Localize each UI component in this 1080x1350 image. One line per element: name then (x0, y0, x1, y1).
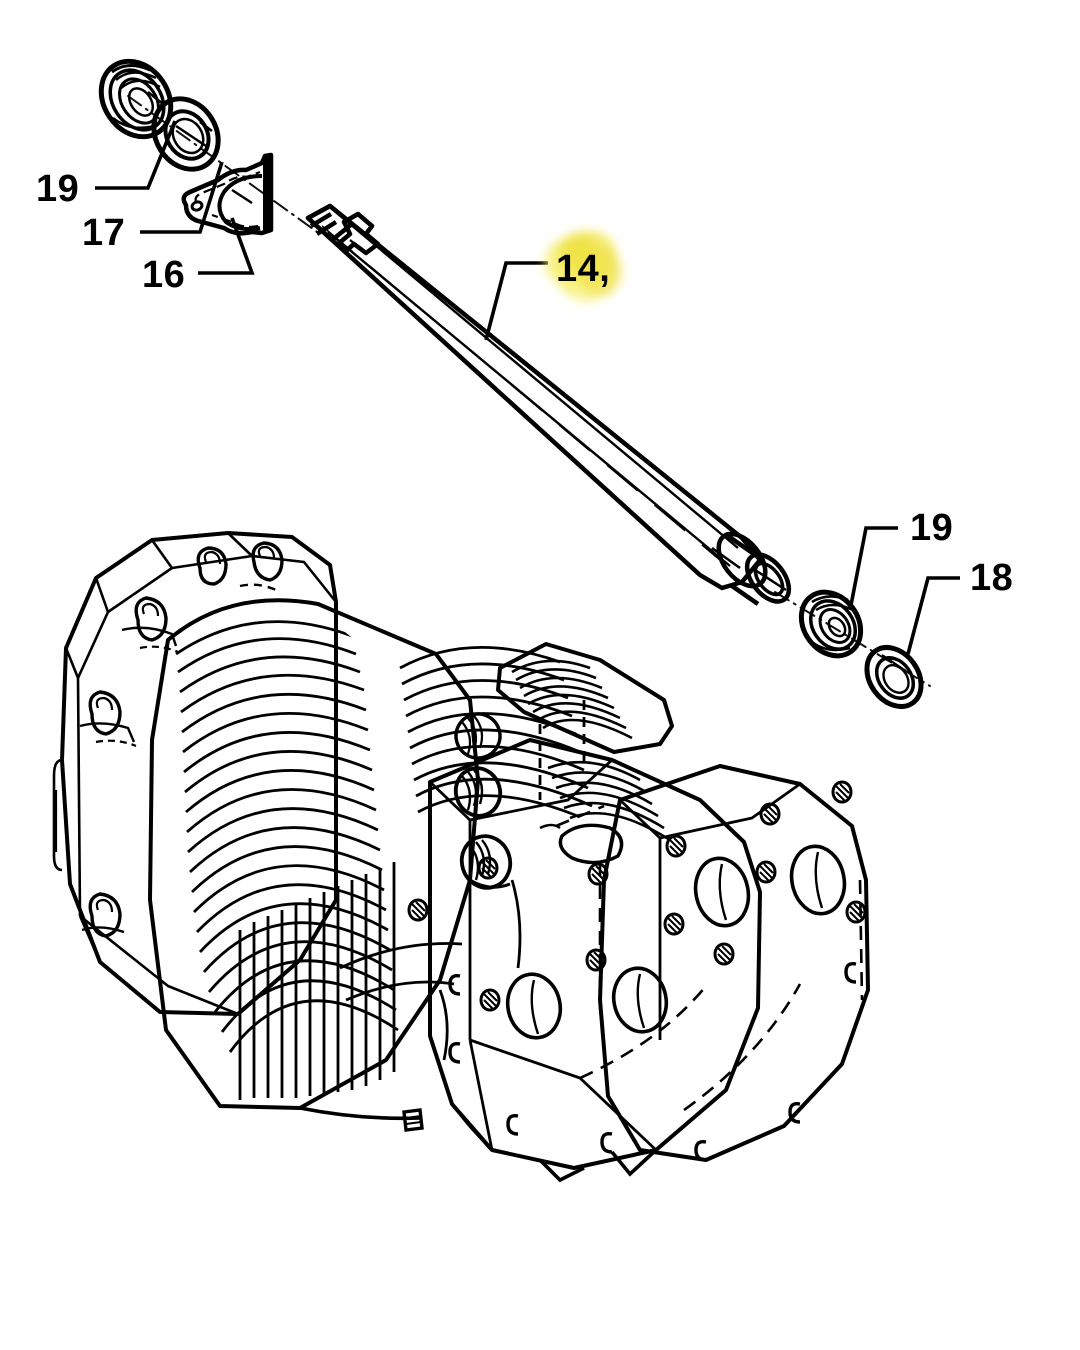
flange-bolt-bosses (52, 541, 284, 938)
part-17-flat-washer (151, 96, 221, 172)
valve-cover-fins (511, 659, 633, 740)
finned-cylinder-barrel (148, 598, 480, 1110)
stud-bosses (454, 712, 502, 760)
oval-port (539, 823, 624, 865)
callout-label-19-top: 19 (36, 168, 79, 210)
edge-bolt-notches (448, 961, 857, 1162)
rear-bellhousing-face (598, 764, 870, 1162)
callout-label-17: 17 (82, 212, 125, 254)
rear-face-openings (505, 844, 847, 1040)
part-14-drive-shaft (305, 203, 792, 606)
callout-label-14: 14, (556, 248, 610, 290)
part-19-spring-washer-right (798, 589, 864, 659)
rear-face-bolt-holes (407, 780, 867, 1012)
leader-17 (140, 161, 224, 234)
part-16-bearing-retainer-bracket (181, 152, 274, 236)
leader-14 (484, 261, 548, 341)
bore-openings (453, 766, 513, 890)
gearbox-housing-assembly (52, 531, 870, 1183)
highlighter-mark-14 (545, 231, 622, 301)
leader-18 (906, 576, 960, 655)
callout-label-18: 18 (970, 557, 1013, 599)
hidden-internal-lines (555, 804, 864, 1112)
leader-16 (198, 217, 255, 275)
housing-structural-lines (339, 700, 586, 1061)
housing-base-edges (299, 1102, 658, 1183)
cooling-fins-vertical (238, 862, 396, 1100)
valve-cover-fin-block (496, 642, 674, 754)
callout-leader-lines (95, 120, 960, 655)
housing-front-flange (60, 531, 338, 1016)
leader-19-right (849, 526, 898, 606)
callout-label-16: 16 (142, 254, 185, 296)
callout-numbers: 19 17 16 14, 19 18 (36, 168, 1013, 599)
callout-label-19-right: 19 (910, 507, 953, 549)
leader-19-top (95, 120, 177, 190)
part-18-seal-ring (864, 645, 924, 709)
